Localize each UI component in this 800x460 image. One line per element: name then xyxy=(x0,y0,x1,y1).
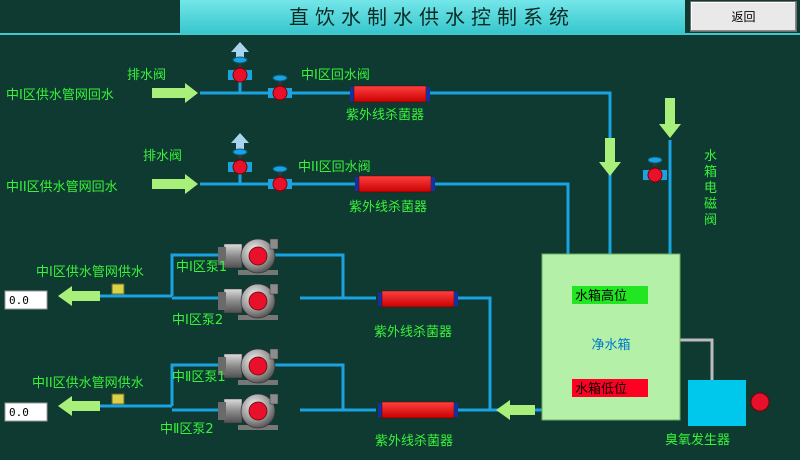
tank-low-level-label: 水箱低位 xyxy=(575,381,627,397)
zone2-return-valve-label: 中II区回水阀 xyxy=(298,160,371,175)
zone2-supply-label: 中II区供水管网供水 xyxy=(32,376,144,391)
solenoid-inlet-arrow xyxy=(659,98,681,138)
return-valve-zone2[interactable] xyxy=(267,165,293,192)
ozone-generator-status-light xyxy=(750,392,770,412)
zone2-uv-return-label: 紫外线杀菌器 xyxy=(349,200,427,215)
zone1-return-label: 中I区供水管网回水 xyxy=(6,88,114,103)
uv-sterilizer-return-zone1[interactable] xyxy=(349,85,431,103)
tank-inlet-arrow xyxy=(599,138,621,176)
pump-zone2-2[interactable] xyxy=(217,393,279,431)
zone1-supply-value: 0.0 xyxy=(9,294,29,307)
pump-zone2-1[interactable] xyxy=(217,348,279,386)
drain-arrows xyxy=(231,42,249,153)
tank-solenoid-valve[interactable] xyxy=(642,156,668,183)
tank-label: 净水箱 xyxy=(591,337,630,353)
tank-high-level-indicator xyxy=(572,286,648,304)
zone2-return-label: 中II区供水管网回水 xyxy=(6,180,118,195)
ozone-generator xyxy=(688,380,746,426)
drain-arrow-zone2 xyxy=(231,133,249,153)
back-button[interactable]: 返回 xyxy=(690,1,797,32)
tank-high-level-label: 水箱高位 xyxy=(575,288,627,304)
zone1-drain-valve-label: 排水阀 xyxy=(127,68,166,83)
flow-sensor-zone1 xyxy=(111,283,125,295)
supply-arrow-zone1 xyxy=(58,286,100,306)
zone2-pump1-label: 中Ⅱ区泵1 xyxy=(172,370,226,385)
zone1-uv-supply-label: 紫外线杀菌器 xyxy=(374,325,452,340)
zone1-supply-value-box xyxy=(4,290,48,310)
flow-sensor-zone2 xyxy=(111,393,125,405)
zone2-pump2-label: 中Ⅱ区泵2 xyxy=(160,422,214,437)
tank-solenoid-valve-label: 水箱电磁阀 xyxy=(704,149,717,228)
ozone-generator-label: 臭氧发生器 xyxy=(665,432,730,448)
uv-sterilizer-supply-zone1[interactable] xyxy=(377,290,459,308)
drain-arrow-zone1 xyxy=(231,42,249,62)
uv-sterilizer-supply-zone2[interactable] xyxy=(377,401,459,419)
zone2-uv-supply-label: 紫外线杀菌器 xyxy=(375,434,453,449)
pump-zone1-2[interactable] xyxy=(217,283,279,321)
zone1-uv-return-label: 紫外线杀菌器 xyxy=(346,108,424,123)
zone2-supply-value: 0.0 xyxy=(9,406,29,419)
return-arrow-zone2 xyxy=(152,174,198,194)
return-arrow-zone1 xyxy=(152,83,198,103)
drain-valve-zone1[interactable] xyxy=(227,56,253,83)
zone1-return-valve-label: 中I区回水阀 xyxy=(301,68,370,83)
zone2-drain-valve-label: 排水阀 xyxy=(143,149,182,164)
flow-arrows xyxy=(58,83,681,420)
tank-low-level-indicator xyxy=(572,379,648,397)
zone2-supply-value-box xyxy=(4,402,48,422)
title-bar xyxy=(180,0,685,34)
zone1-pump1-label: 中I区泵1 xyxy=(176,260,227,275)
return-valve-zone1[interactable] xyxy=(267,74,293,101)
zone1-pump2-label: 中I区泵2 xyxy=(172,313,223,328)
supply-arrow-zone2 xyxy=(58,396,100,416)
uv-sterilizer-return-zone2[interactable] xyxy=(354,175,436,193)
drain-valve-zone2[interactable] xyxy=(227,148,253,175)
page-title: 直饮水制水供水控制系统 xyxy=(289,5,575,29)
tank-outlet-arrow xyxy=(496,400,535,420)
zone1-supply-label: 中I区供水管网供水 xyxy=(36,265,144,280)
